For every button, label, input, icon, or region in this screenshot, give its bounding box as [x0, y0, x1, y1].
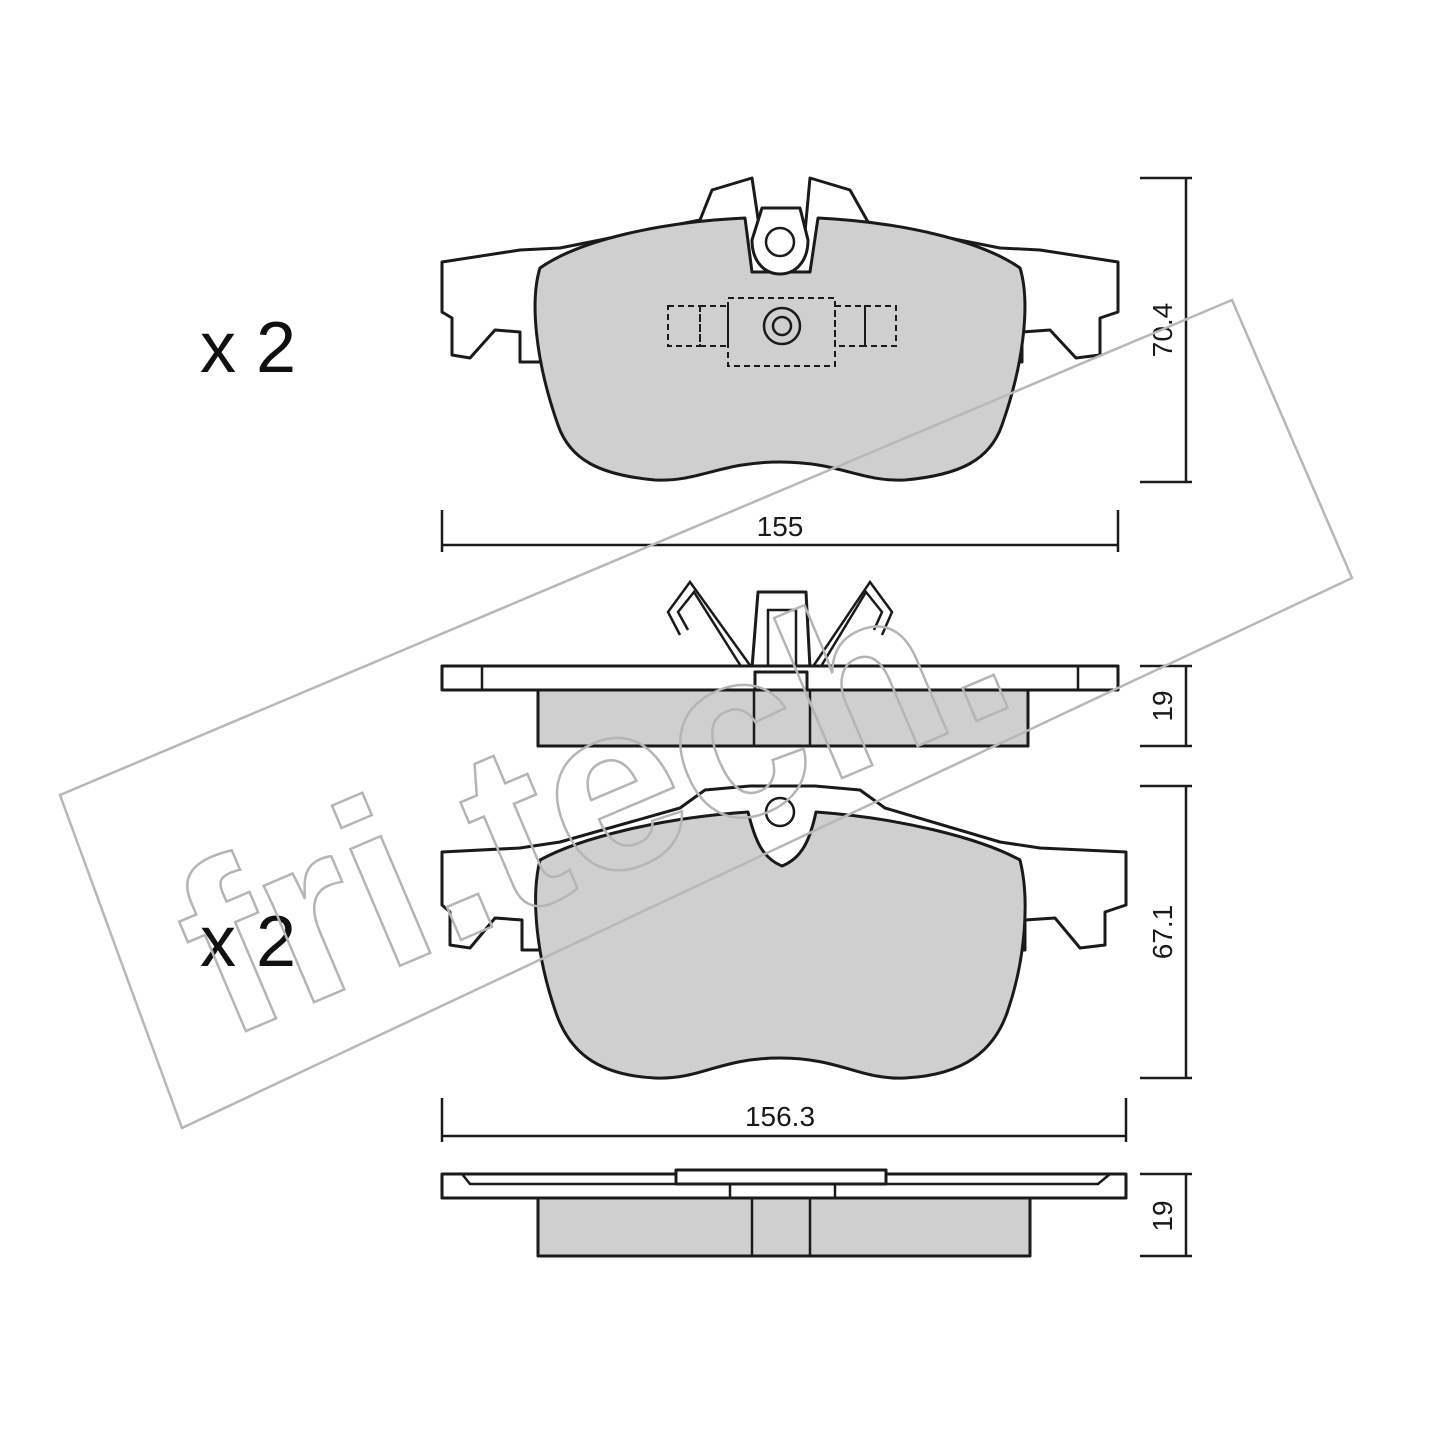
- top-width-value: 155: [757, 511, 804, 542]
- bottom-pad-front-view: [440, 784, 1128, 1080]
- top-pad-wear-clip: [750, 206, 810, 276]
- bottom-thickness-dimension: 19: [1140, 1172, 1192, 1258]
- top-pad-spring-right-inner: [818, 589, 884, 669]
- top-pad-friction-material: [533, 216, 1027, 482]
- top-width-dimension: 155: [440, 510, 1120, 552]
- bottom-quantity-label: x 2: [200, 902, 296, 982]
- top-pad-side-friction-material: [536, 688, 1030, 748]
- top-pad-sensor-tab-right: [864, 305, 897, 347]
- bottom-pad-hole: [764, 796, 796, 828]
- bottom-pad-side-view: [440, 1168, 1128, 1258]
- watermark-frame: [58, 298, 1354, 1130]
- top-pad-clip-hole: [764, 226, 796, 258]
- top-thickness-dimension: 19: [1140, 664, 1192, 748]
- bottom-thickness-value: 19: [1147, 1200, 1178, 1231]
- top-pad-sensor-inner-circle: [771, 315, 793, 337]
- top-pad-side-view: [440, 579, 1120, 748]
- bottom-height-value: 67.1: [1147, 905, 1178, 960]
- bottom-pad-side-friction-material: [536, 1196, 1032, 1258]
- top-pad-sensor-outer-circle: [762, 306, 802, 346]
- top-quantity-label: x 2: [200, 308, 296, 388]
- top-thickness-value: 19: [1147, 690, 1178, 721]
- top-height-dimension: 70.4: [1140, 176, 1192, 484]
- top-pad-sensor-tab-left: [667, 305, 701, 347]
- top-pad-spring-right: [810, 579, 894, 669]
- top-pad-spring-left-inner: [676, 589, 744, 669]
- top-pad-spring-left: [666, 579, 754, 669]
- bottom-width-dimension: 156.3: [440, 1098, 1128, 1142]
- bottom-pad-side-shim: [674, 1168, 888, 1186]
- bottom-width-value: 156.3: [745, 1101, 815, 1132]
- bottom-height-dimension: 67.1: [1140, 784, 1192, 1080]
- top-pad-front-view: [440, 176, 1120, 482]
